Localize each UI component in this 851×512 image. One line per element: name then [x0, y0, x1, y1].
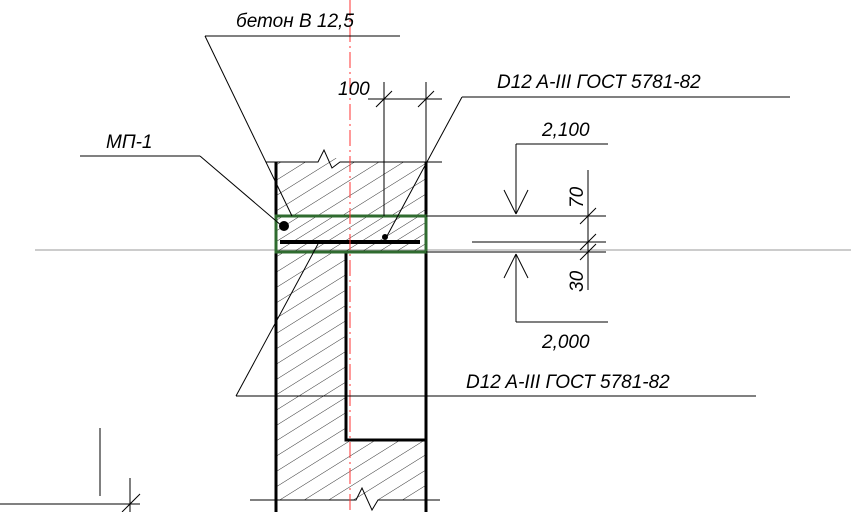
lintel-mp1	[274, 214, 428, 254]
concrete-label: бетон В 12,5	[236, 11, 354, 32]
rebar-bottom-label: D12 A-III ГОСТ 5781-82	[466, 372, 670, 393]
rebar-top-label: D12 A-III ГОСТ 5781-82	[497, 72, 701, 93]
dim-70-label: 70	[567, 186, 588, 208]
elevation-bottom	[503, 253, 608, 323]
partial-dimension-bottom-left	[0, 428, 141, 512]
leader-concrete	[204, 35, 400, 217]
rebar-dot-small	[382, 234, 388, 240]
lintel-label: МП-1	[106, 132, 153, 153]
rebar-dot-large	[279, 221, 289, 231]
dim-30-label: 30	[567, 270, 588, 292]
elevation-top	[503, 143, 608, 215]
leader-rebar-bottom	[235, 243, 756, 397]
elevation-top-label: 2,100	[541, 120, 590, 141]
dim-100-label: 100	[338, 79, 370, 100]
dimension-100	[368, 82, 442, 216]
dimension-vertical	[426, 170, 606, 290]
wall-section	[250, 142, 442, 512]
leader-rebar-top	[386, 96, 790, 237]
leader-lintel	[80, 155, 283, 227]
elevation-bottom-label: 2,000	[541, 332, 590, 353]
